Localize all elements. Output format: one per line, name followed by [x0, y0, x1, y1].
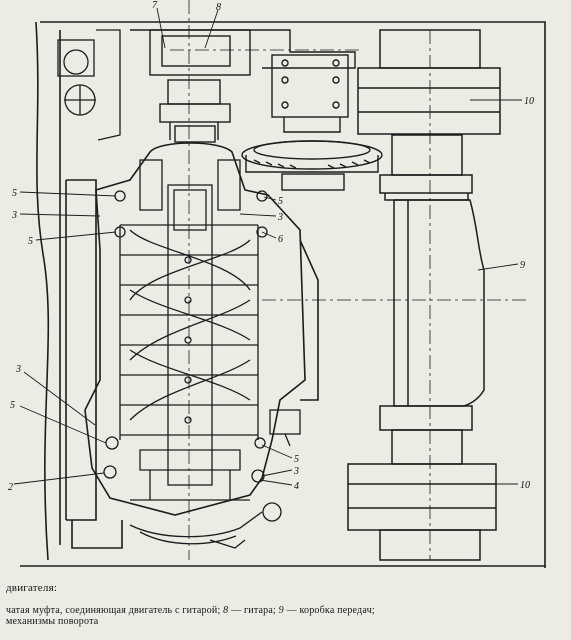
center-lines — [170, 0, 530, 560]
callout-3-c: 3 — [15, 364, 21, 375]
callout-labels: 7 8 10 9 10 5 3 5 5 3 6 3 5 2 5 3 4 — [8, 0, 534, 493]
callout-5-b: 5 — [28, 236, 33, 247]
bolts — [103, 190, 268, 483]
flywheel — [241, 140, 383, 191]
callout-4: 4 — [294, 481, 299, 492]
callout-5-a: 5 — [12, 188, 17, 199]
callout-3-a: 3 — [11, 210, 17, 221]
callout-3-b: 3 — [277, 212, 283, 223]
leader-lines — [13, 7, 522, 486]
upper-left-fittings — [57, 29, 121, 141]
gearbox-assembly — [347, 29, 501, 561]
callout-7: 7 — [152, 0, 158, 11]
caption-line-1-part-b: — гитара; — [231, 605, 276, 616]
caption-line-2: механизмы поворота — [6, 616, 99, 627]
callout-10-top: 10 — [524, 96, 534, 107]
callout-6: 6 — [278, 234, 283, 245]
callout-5-c: 5 — [278, 196, 283, 207]
caption-line-1: чатая муфта, соединяющая двигатель с гит… — [6, 605, 375, 616]
callout-8: 8 — [216, 2, 221, 13]
caption-line-1-part-c: — коробка передач; — [286, 605, 375, 616]
caption-heading: двигателя: — [6, 582, 58, 594]
lower-piping — [129, 409, 301, 549]
engine-layout-diagram: 7 8 10 9 10 5 3 5 5 3 6 3 5 2 5 3 4 — [8, 0, 546, 568]
callout-2: 2 — [8, 482, 13, 493]
callout-9: 9 — [520, 260, 525, 271]
callout-10-bottom: 10 — [520, 480, 530, 491]
callout-5-e: 5 — [294, 454, 299, 465]
caption-line-1-part-a: чатая муфта, соединяющая двигатель с гит… — [6, 605, 221, 616]
guitar-unit — [130, 29, 356, 143]
hull-frame — [20, 21, 546, 568]
mount-plate — [271, 54, 349, 133]
caption-number-8: 8 — [223, 605, 229, 616]
callout-5-d: 5 — [10, 400, 15, 411]
caption-number-9: 9 — [278, 605, 284, 616]
engine-internals — [119, 159, 259, 501]
callout-3-d: 3 — [293, 466, 299, 477]
